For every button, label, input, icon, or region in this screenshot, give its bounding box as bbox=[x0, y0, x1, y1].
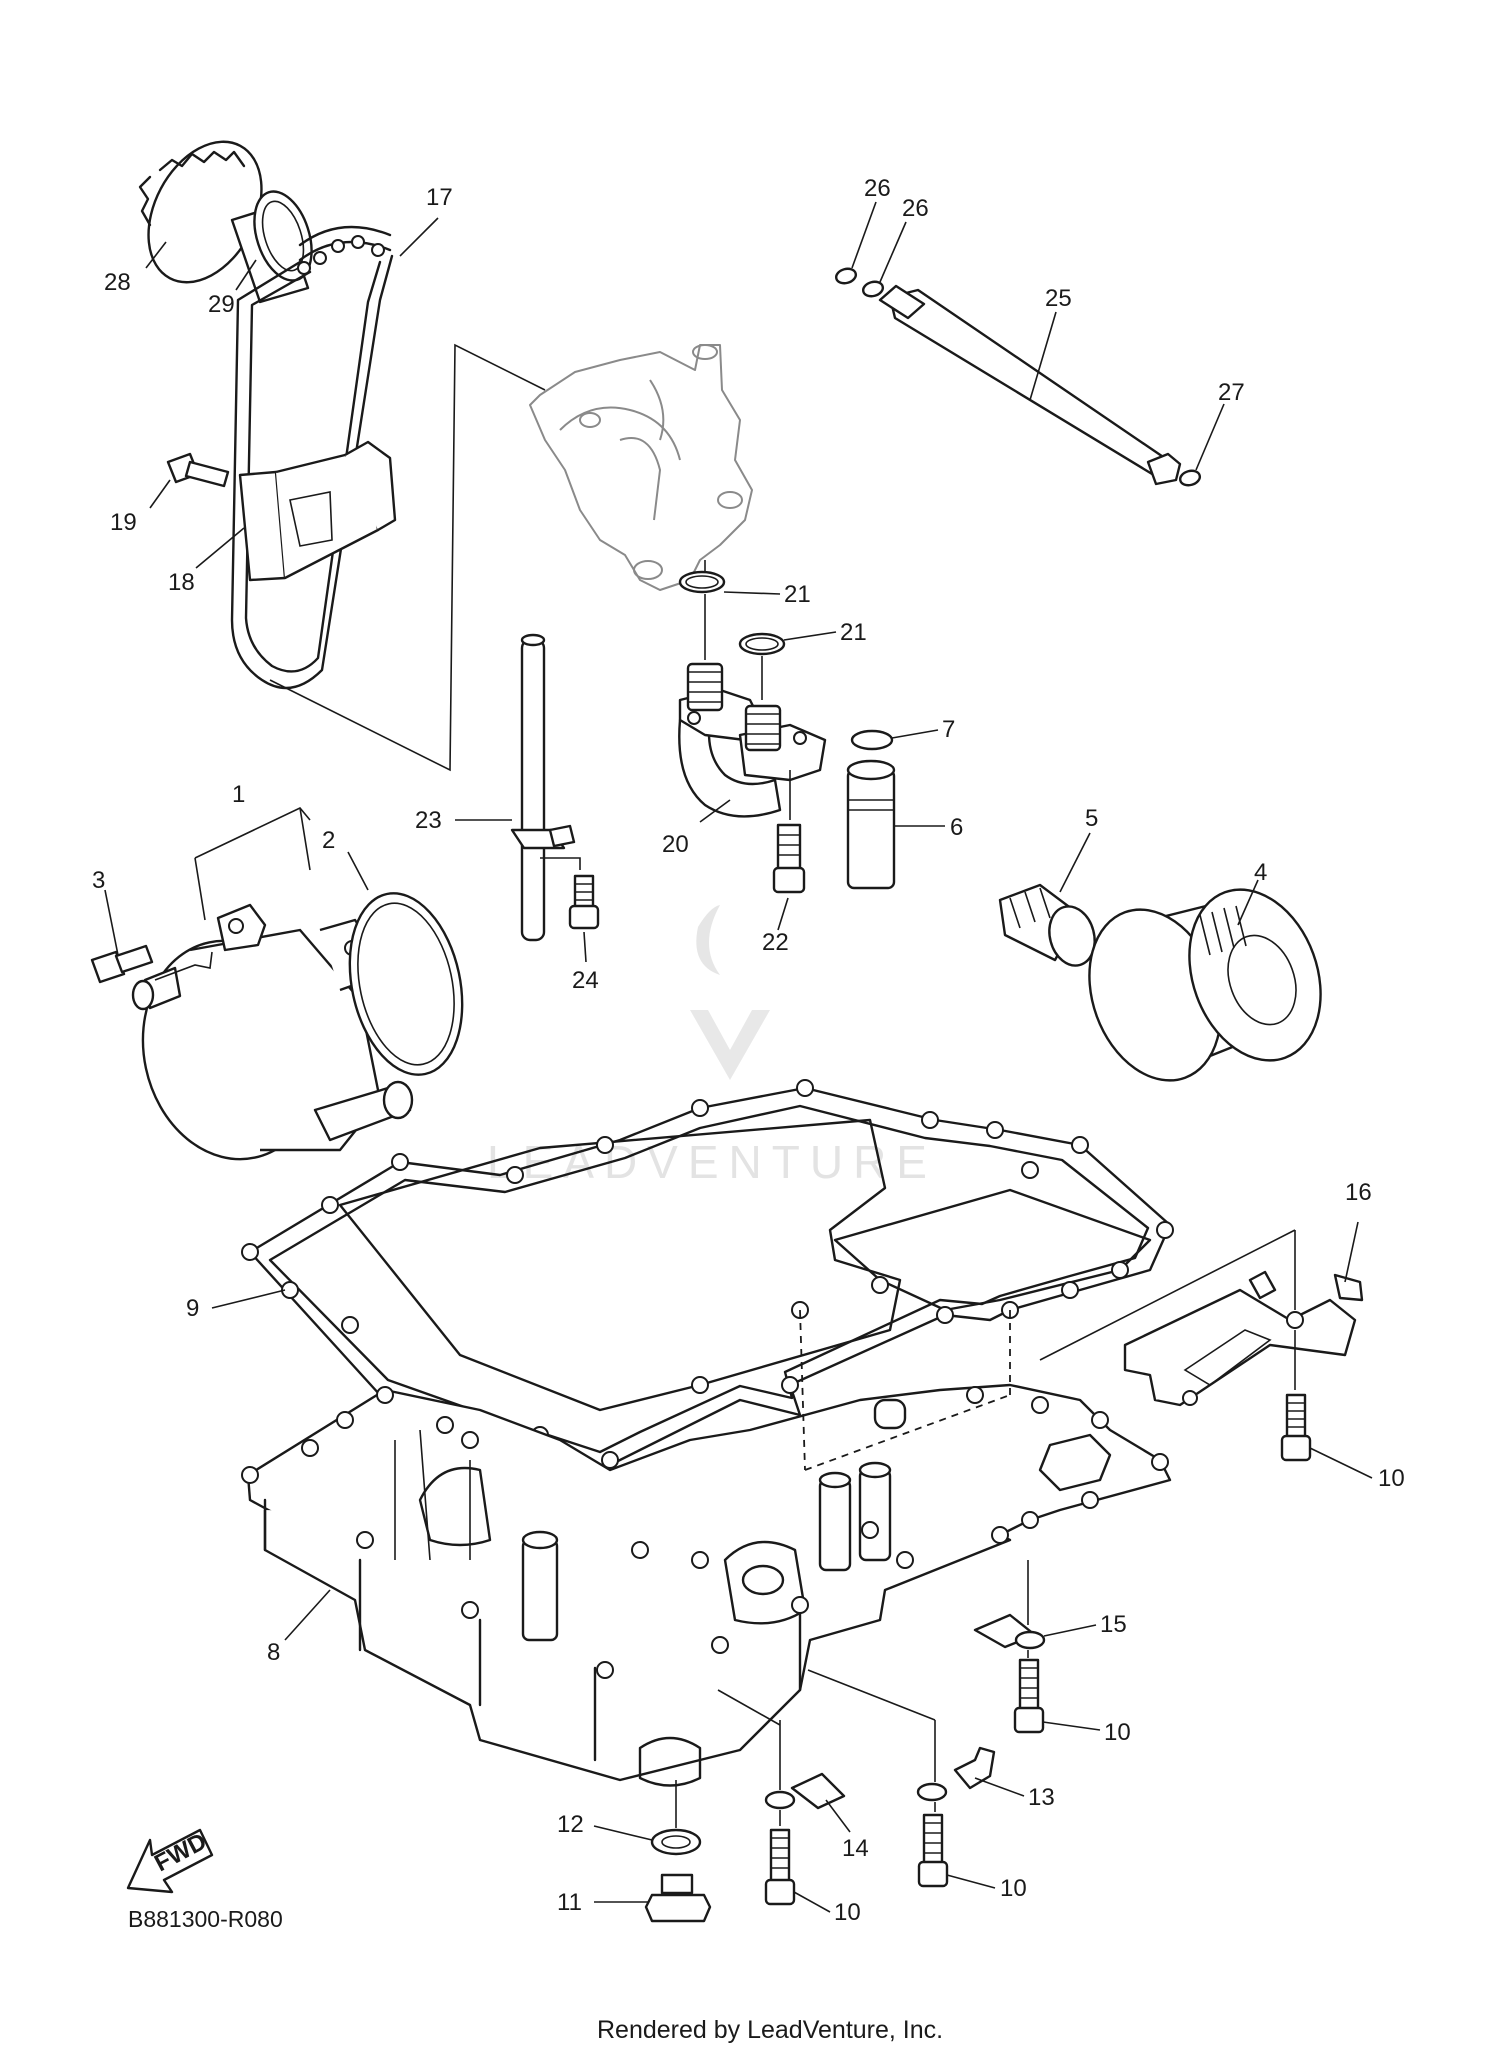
part-15-clamp[interactable] bbox=[973, 1613, 1046, 1650]
part-6-relief-valve[interactable] bbox=[846, 759, 896, 890]
callout-26-b[interactable]: 26 bbox=[902, 195, 929, 222]
part-10-bolt-a[interactable] bbox=[1280, 1393, 1312, 1462]
callout-28[interactable]: 28 bbox=[104, 269, 131, 296]
forward-direction-arrow-icon: FWD bbox=[126, 1828, 214, 1894]
callout-19[interactable]: 19 bbox=[110, 509, 137, 536]
callout-10-d[interactable]: 10 bbox=[1000, 1875, 1027, 1902]
part-8-oil-pan[interactable] bbox=[241, 1383, 1172, 1787]
part-16-bracket[interactable] bbox=[1123, 1270, 1364, 1407]
callout-29[interactable]: 29 bbox=[208, 291, 235, 318]
part-25-pump-shaft[interactable] bbox=[878, 284, 1182, 486]
part-26-o-ring-a[interactable] bbox=[834, 267, 858, 286]
part-3-bolt[interactable] bbox=[90, 944, 154, 984]
callout-14[interactable]: 14 bbox=[842, 1835, 869, 1862]
part-10-bolt-b[interactable] bbox=[1013, 1658, 1045, 1734]
callout-2[interactable]: 2 bbox=[322, 827, 335, 854]
callout-6[interactable]: 6 bbox=[950, 814, 963, 841]
part-22-bolt[interactable] bbox=[772, 823, 806, 894]
leadventure-watermark: LEADVENTURE bbox=[487, 905, 937, 1188]
callout-9[interactable]: 9 bbox=[186, 1295, 199, 1322]
callout-10-a[interactable]: 10 bbox=[1378, 1465, 1405, 1492]
callout-17[interactable]: 17 bbox=[426, 184, 453, 211]
callout-24[interactable]: 24 bbox=[572, 967, 599, 994]
callout-8[interactable]: 8 bbox=[267, 1639, 280, 1666]
callout-26-a[interactable]: 26 bbox=[864, 175, 891, 202]
callout-27[interactable]: 27 bbox=[1218, 379, 1245, 406]
part-27-o-ring[interactable] bbox=[1178, 469, 1202, 488]
callout-3[interactable]: 3 bbox=[92, 867, 105, 894]
part-17-drive-chain[interactable] bbox=[230, 225, 394, 690]
part-19-bolt[interactable] bbox=[166, 452, 230, 488]
part-2-o-ring[interactable] bbox=[334, 883, 478, 1085]
part-9-oil-pan-gasket[interactable] bbox=[241, 1079, 1174, 1472]
callout-22[interactable]: 22 bbox=[762, 929, 789, 956]
part-29-bearing-sleeve[interactable] bbox=[230, 184, 322, 304]
callout-5[interactable]: 5 bbox=[1085, 805, 1098, 832]
callout-layer: 1 2 3 4 5 6 7 8 9 10 10 10 10 bbox=[92, 175, 1405, 1926]
callout-13[interactable]: 13 bbox=[1028, 1784, 1055, 1811]
callout-10-c[interactable]: 10 bbox=[834, 1899, 861, 1926]
watermark-flame-icon bbox=[696, 905, 720, 975]
callout-7[interactable]: 7 bbox=[942, 716, 955, 743]
part-26-o-ring-b[interactable] bbox=[861, 280, 885, 299]
watermark-text: LEADVENTURE bbox=[487, 1136, 937, 1188]
render-credit: Rendered by LeadVenture, Inc. bbox=[597, 2016, 944, 2044]
callout-25[interactable]: 25 bbox=[1045, 285, 1072, 312]
part-18-chain-guide[interactable] bbox=[238, 440, 397, 582]
part-7-o-ring[interactable] bbox=[850, 729, 894, 751]
callout-10-b[interactable]: 10 bbox=[1104, 1719, 1131, 1746]
watermark-v-icon bbox=[690, 1010, 770, 1080]
callout-1[interactable]: 1 bbox=[232, 781, 245, 808]
part-10-bolt-c[interactable] bbox=[764, 1828, 796, 1906]
callout-18[interactable]: 18 bbox=[168, 569, 195, 596]
part-5-union-bolt[interactable] bbox=[998, 883, 1101, 971]
part-1-oil-cooler[interactable] bbox=[123, 903, 414, 1176]
part-21-o-ring-a[interactable] bbox=[678, 570, 726, 594]
callout-4[interactable]: 4 bbox=[1254, 859, 1267, 886]
part-12-drain-gasket[interactable] bbox=[650, 1828, 702, 1856]
part-24-bolt[interactable] bbox=[568, 874, 600, 930]
part-21-o-ring-b[interactable] bbox=[738, 632, 786, 656]
part-4-oil-filter[interactable] bbox=[1067, 871, 1344, 1099]
part-13-clamp[interactable] bbox=[916, 1746, 996, 1802]
callout-23[interactable]: 23 bbox=[415, 807, 442, 834]
callout-11[interactable]: 11 bbox=[557, 1889, 582, 1916]
part-11-drain-bolt[interactable] bbox=[644, 1873, 712, 1923]
part-14-clamp[interactable] bbox=[764, 1772, 846, 1810]
part-20-oil-delivery-pipe[interactable] bbox=[678, 662, 827, 818]
callout-15[interactable]: 15 bbox=[1100, 1611, 1127, 1638]
part-10-bolt-d[interactable] bbox=[917, 1813, 949, 1888]
callout-21-a[interactable]: 21 bbox=[784, 581, 811, 608]
part-23-oil-strainer-pipe[interactable] bbox=[510, 633, 576, 942]
callout-21-b[interactable]: 21 bbox=[840, 619, 867, 646]
oil-pump-assembly[interactable] bbox=[529, 344, 753, 591]
callout-20[interactable]: 20 bbox=[662, 831, 689, 858]
callout-12[interactable]: 12 bbox=[557, 1811, 584, 1838]
diagram-reference-code: B881300-R080 bbox=[128, 1906, 283, 1932]
callout-16[interactable]: 16 bbox=[1345, 1179, 1372, 1206]
